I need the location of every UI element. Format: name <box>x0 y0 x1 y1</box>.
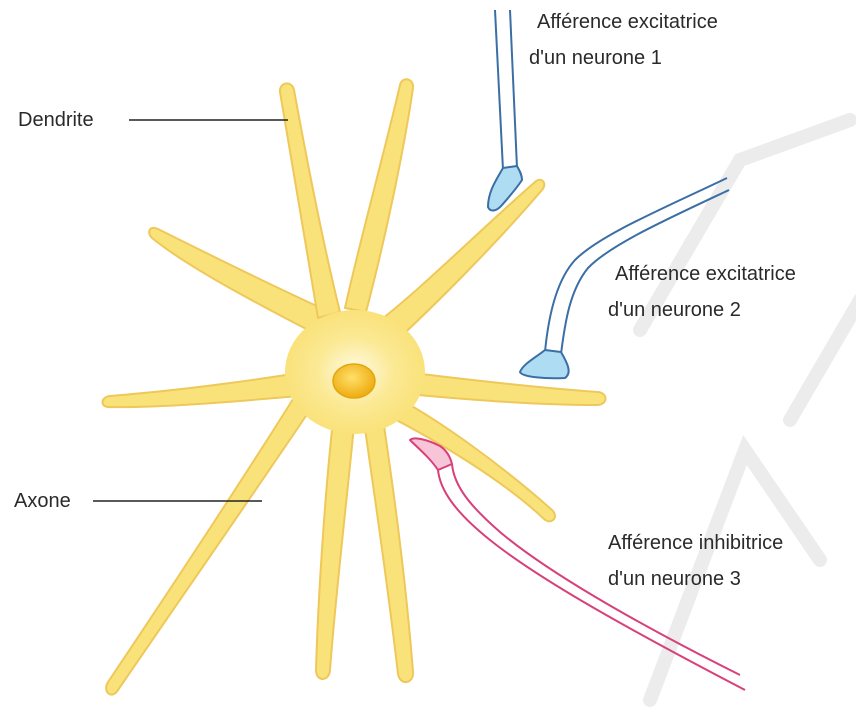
dendrite-top-right <box>345 79 413 312</box>
afferent-3-label-line-1: Afférence inhibitrice <box>608 529 783 557</box>
afferent-1-label-line-2: d'un neurone 1 <box>529 44 662 72</box>
axon-process <box>106 388 318 695</box>
dendrite-right <box>405 372 606 405</box>
afferent-2-label-line-2: d'un neurone 2 <box>608 296 741 324</box>
afferent-1-fiber <box>495 10 517 170</box>
watermark <box>640 120 856 700</box>
dendrite-bottom <box>316 412 355 679</box>
dendrite-upper-left <box>149 228 330 332</box>
dendrite-top-left <box>280 83 340 318</box>
excitatory-synapse-icon <box>488 10 522 211</box>
afferent-3-label-line-2: d'un neurone 3 <box>608 565 741 593</box>
dendrite-left <box>103 372 311 407</box>
afferent-2-label-line-1: Afférence excitatrice <box>615 260 796 288</box>
afferent-2-terminal <box>520 350 569 378</box>
afferent-1-label-line-1: Afférence excitatrice <box>537 8 718 36</box>
axon-label: Axone <box>14 487 71 515</box>
leader-lines <box>93 120 288 501</box>
dendrite-bottom-right <box>363 412 413 682</box>
dendrite-label: Dendrite <box>18 106 94 134</box>
dendrite-upper-right <box>378 180 544 342</box>
nucleus-icon <box>333 364 375 398</box>
